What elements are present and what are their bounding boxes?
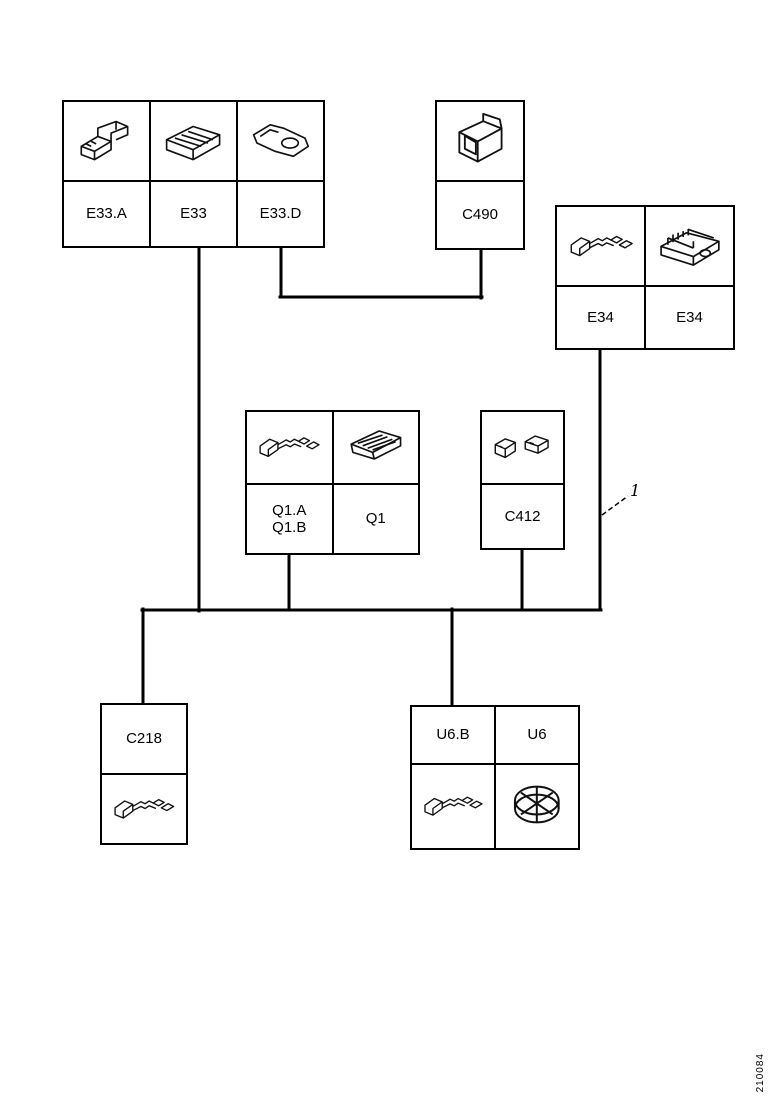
cell-e33: E33	[149, 102, 236, 246]
label-c490: C490	[437, 180, 523, 248]
bracket-connector-icon	[247, 112, 313, 171]
label-e34-terminal: E34	[557, 285, 644, 348]
label-u6: U6	[496, 707, 578, 765]
c218-connector-box: C218	[100, 703, 188, 845]
label-e33a: E33.A	[64, 180, 149, 246]
grommet-icon	[505, 775, 569, 838]
c218-terminal-image	[102, 775, 186, 843]
cell-e33d: E33.D	[236, 102, 323, 246]
e34-connector-group: E34 E34	[555, 205, 735, 350]
e34-connector-image	[646, 207, 733, 285]
e33-connector-group: E33.A E33 E33.D	[62, 100, 325, 248]
e33-connector-image	[151, 102, 236, 180]
connector-housing-icon	[343, 421, 409, 474]
e34-terminal-image	[557, 207, 644, 285]
cell-q1ab: Q1.A Q1.B	[247, 412, 332, 553]
c412-connector-box: C412	[480, 410, 565, 550]
u6b-terminal-image	[412, 765, 494, 848]
label-q1ab: Q1.A Q1.B	[247, 483, 332, 553]
crimp-terminal-icon	[111, 784, 176, 834]
crimp-terminal-icon	[567, 217, 635, 276]
e33d-connector-image	[238, 102, 323, 180]
cell-u6b: U6.B	[412, 707, 494, 848]
label-c218: C218	[102, 705, 186, 775]
cell-e34-terminal: E34	[557, 207, 644, 348]
cell-e33a: E33.A	[64, 102, 149, 246]
crimp-terminal-icon	[256, 421, 322, 474]
connector-plug-icon	[446, 112, 513, 171]
e33a-connector-image	[64, 102, 149, 180]
connector-with-lever-icon	[73, 112, 139, 171]
cell-e34-connector: E34	[644, 207, 733, 348]
finned-connector-icon	[656, 217, 724, 276]
q1-connector-image	[334, 412, 419, 483]
connector-housing-icon	[160, 112, 226, 171]
label-e33: E33	[151, 180, 236, 246]
callout-1: 1	[630, 481, 641, 500]
label-q1: Q1	[333, 483, 418, 553]
label-e33d: E33.D	[238, 180, 323, 246]
doc-number: 210084	[755, 1052, 766, 1092]
c412-connector-image	[482, 412, 563, 483]
c490-connector-box: C490	[435, 100, 525, 250]
connector-pair-icon	[491, 421, 554, 474]
u6-connector-group: U6.B U6	[410, 705, 580, 850]
cell-c218: C218	[102, 705, 186, 843]
cell-c412: C412	[482, 412, 563, 548]
c490-connector-image	[437, 102, 523, 180]
q1ab-terminal-image	[247, 412, 332, 483]
label-c412: C412	[482, 483, 563, 548]
q1-connector-group: Q1.A Q1.B Q1	[245, 410, 420, 555]
cell-c490: C490	[437, 102, 523, 248]
cell-q1: Q1	[331, 412, 419, 553]
callout-leader-line	[601, 495, 629, 516]
cell-u6: U6	[494, 707, 578, 848]
crimp-terminal-icon	[421, 775, 485, 838]
label-u6b: U6.B	[412, 707, 494, 765]
u6-grommet-image	[496, 765, 578, 848]
label-e34-connector: E34	[646, 285, 733, 348]
